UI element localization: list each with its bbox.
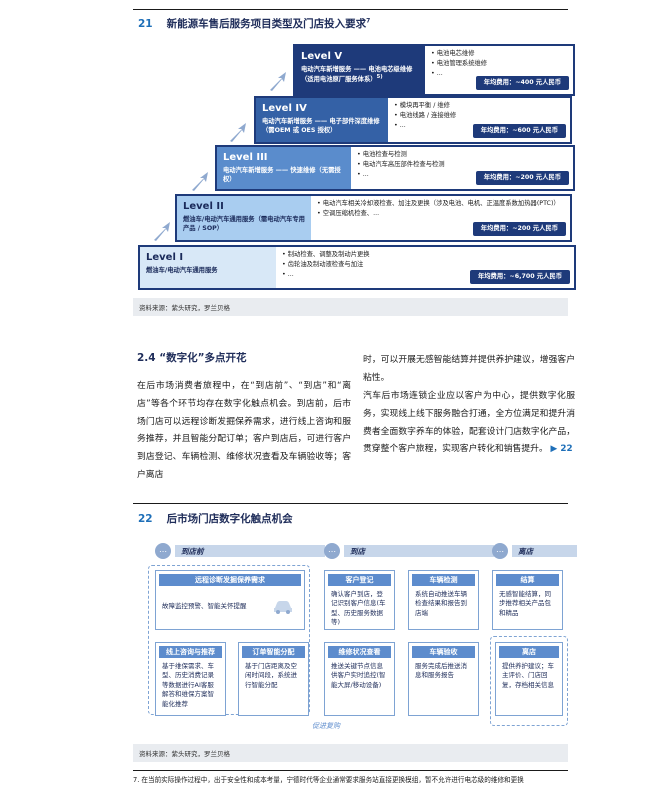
arrow-up-right-icon bbox=[230, 123, 246, 142]
figure-21-source: 资料来源：紫头研究，罗兰贝格 bbox=[133, 298, 568, 316]
card-order-dispatch: 订单智能分配 基于门店距离及空闲时间段，系统进行智能分配 bbox=[238, 642, 309, 716]
dots-icon: ⋯ bbox=[155, 543, 171, 559]
cost-badge: 年均费用：~6,700 元人民币 bbox=[469, 270, 570, 284]
car-icon bbox=[274, 601, 292, 614]
cost-badge: 年均费用：~600 元人民币 bbox=[472, 124, 566, 138]
top-rule bbox=[133, 9, 568, 10]
dots-icon: ⋯ bbox=[324, 543, 340, 559]
stage-leave-store: ⋯ 离店 bbox=[492, 543, 577, 559]
loop-outline bbox=[148, 565, 310, 715]
card-vehicle-acceptance: 车辆验收 服务完成后推送消息和服务报告 bbox=[408, 642, 479, 716]
card-check-in: 客户登记 确认客户到店，登记识别客户信息(车型、历史服务数据等) bbox=[324, 570, 395, 630]
card-vehicle-inspection: 车辆检测 系统自动推送车辆检查结果和报告到店端 bbox=[408, 570, 479, 630]
stage-before-store: ⋯ 到店前 bbox=[155, 543, 325, 559]
body-paragraph: 在后市场消费者旅程中，在“到店前”、“到店”和“离店”等各个环节均存在数字化触点… bbox=[137, 381, 351, 480]
footnote-rule bbox=[133, 770, 568, 771]
figure-22-source: 资料来源：紫头研究，罗兰贝格 bbox=[133, 744, 568, 762]
body-paragraph: 汽车后市场连锁企业应以客户为中心，提供数字化服务，实现线上线下服务融合打通，全方… bbox=[363, 391, 575, 455]
level-3-row: Level III 电动汽车新增服务 —— 快速维修（无需授权） 电池检查与检测… bbox=[215, 145, 575, 191]
body-paragraph: 时，可以开展无感智能结算并提供养护建议，增强客户粘性。 bbox=[363, 355, 575, 383]
level-4-row: Level IV 电动汽车新增服务 —— 电子部件深度维修（需OEM 或 OES… bbox=[254, 96, 572, 144]
cost-badge: 年均费用：~200 元人民币 bbox=[472, 222, 566, 236]
card-repair-status: 维修状况查看 推送关键节点信息供客户实时追控(智能大屏/移动设备) bbox=[324, 642, 395, 716]
footnote: 7. 在当前实际操作过程中，出于安全性和成本考量，宁德时代等企业通常要求服务站直… bbox=[133, 776, 524, 784]
loop-label: 促进复购 bbox=[296, 721, 356, 731]
arrow-up-right-icon bbox=[270, 72, 286, 91]
dots-icon: ⋯ bbox=[492, 543, 508, 559]
mid-rule bbox=[133, 503, 568, 504]
card-settlement: 结算 无感智能结算，同步推荐相关产品包和精品 bbox=[492, 570, 563, 630]
cost-badge: 年均费用：~400 元人民币 bbox=[475, 76, 569, 90]
arrow-up-right-icon bbox=[192, 172, 208, 191]
section-title: 2.4 “数字化”多点开花 bbox=[137, 352, 247, 364]
card-online-consult: 线上咨询与推荐 基于维保需求、车型、历史消费记录等数据进行AI客服解答和维保方案… bbox=[155, 642, 226, 716]
card-leave-store: 离店 提供养护建议；车主评价、门店回复，存档相关信息 bbox=[495, 642, 563, 716]
loop-outline bbox=[490, 636, 568, 726]
level-2-row: Level II 燃油车/电动汽车通用服务（需电动汽车专用产品 / SOP） 电… bbox=[175, 194, 572, 242]
level-5-row: Level V 电动汽车新增服务 —— 电池电芯级维修（适用电池原厂服务体系）5… bbox=[293, 44, 575, 96]
level-1-row: Level I 燃油车/电动汽车通用服务 制动检查、调整及制动片更换 齿轮油及制… bbox=[138, 245, 576, 290]
figure-reference-link[interactable]: ▶ 22 bbox=[550, 444, 573, 455]
stage-in-store: ⋯ 到店 bbox=[324, 543, 494, 559]
card-remote-diagnosis: 远程诊断发掘保养需求 故障监控预警、智能关怀提醒 bbox=[155, 570, 305, 630]
cost-badge: 年均费用：~200 元人民币 bbox=[475, 171, 569, 185]
arrow-up-right-icon bbox=[154, 222, 170, 241]
